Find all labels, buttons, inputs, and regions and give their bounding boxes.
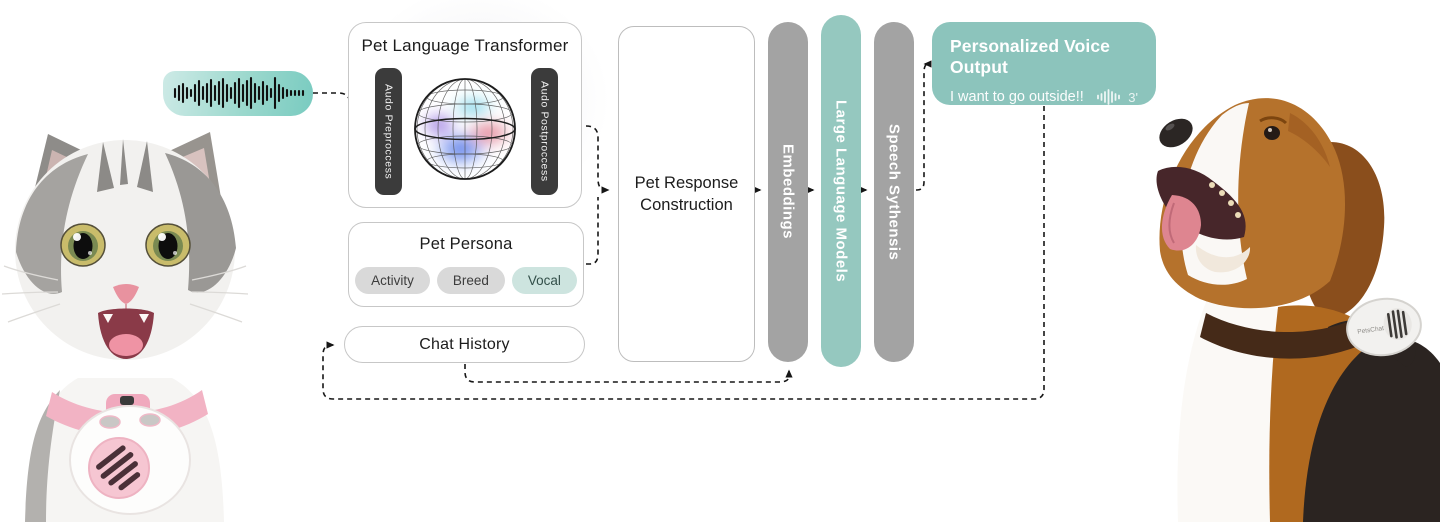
cat-collar-device <box>69 394 191 515</box>
pipeline-bar-large-language-models: Large Language Models <box>821 15 861 367</box>
response-title-line1: Pet Response <box>634 174 739 192</box>
pet-response-construction-box: Pet Response Construction <box>618 26 755 362</box>
language-globe-icon <box>414 78 516 180</box>
audio-postprocess-label: Audo Postproccess <box>538 81 551 182</box>
voice-output-title: Personalized Voice Output <box>950 36 1111 77</box>
response-title-line2: Construction <box>640 196 733 214</box>
dog-collar-device: PetsChat <box>1346 297 1422 357</box>
dog-photo: PetsChat <box>1156 98 1440 522</box>
pet-language-transformer-box: Pet Language Transformer Audo Preprocces… <box>348 22 582 208</box>
persona-title: Pet Persona <box>419 235 513 253</box>
chip-activity: Activity <box>355 267 430 294</box>
audio-preprocess-label: Audo Preproccess <box>382 83 395 180</box>
voice-duration: 3' <box>1128 89 1138 105</box>
pipeline-bar-speech-synthesis: Speech Sythensis <box>874 22 914 362</box>
chip-vocal: Vocal <box>511 267 577 294</box>
audio-postprocess-bar: Audo Postproccess <box>531 68 558 195</box>
mini-waveform-icon <box>1097 89 1121 105</box>
voice-message-bubble <box>163 71 313 116</box>
waveform-icon <box>173 76 305 110</box>
transformer-title: Pet Language Transformer <box>361 36 569 55</box>
chat-history-box: Chat History <box>344 326 585 363</box>
audio-preprocess-bar: Audo Preproccess <box>375 68 402 195</box>
cat-photo <box>1 132 249 522</box>
persona-chips: Activity Breed Vocal <box>349 267 583 294</box>
pet-persona-box: Pet Persona Activity Breed Vocal <box>348 222 584 307</box>
chat-history-title: Chat History <box>419 335 510 353</box>
connector-chathistory-to-embeddings <box>464 364 793 383</box>
embeddings-label: Embeddings <box>779 144 797 240</box>
connector-speech-to-output <box>916 60 932 191</box>
cat-eyes <box>60 223 191 267</box>
device-label: PetsChat <box>1357 325 1385 336</box>
dog-eye <box>1259 116 1288 140</box>
pipeline-bar-embeddings: Embeddings <box>768 22 808 362</box>
voice-output-message: I want to go outside!! <box>950 89 1084 105</box>
chip-breed: Breed <box>436 267 505 294</box>
voice-output-box: Personalized Voice Output I want to go o… <box>932 22 1156 105</box>
dog-collar <box>1200 313 1370 359</box>
llm-label: Large Language Models <box>832 99 850 283</box>
speech-label: Speech Sythensis <box>885 123 903 261</box>
